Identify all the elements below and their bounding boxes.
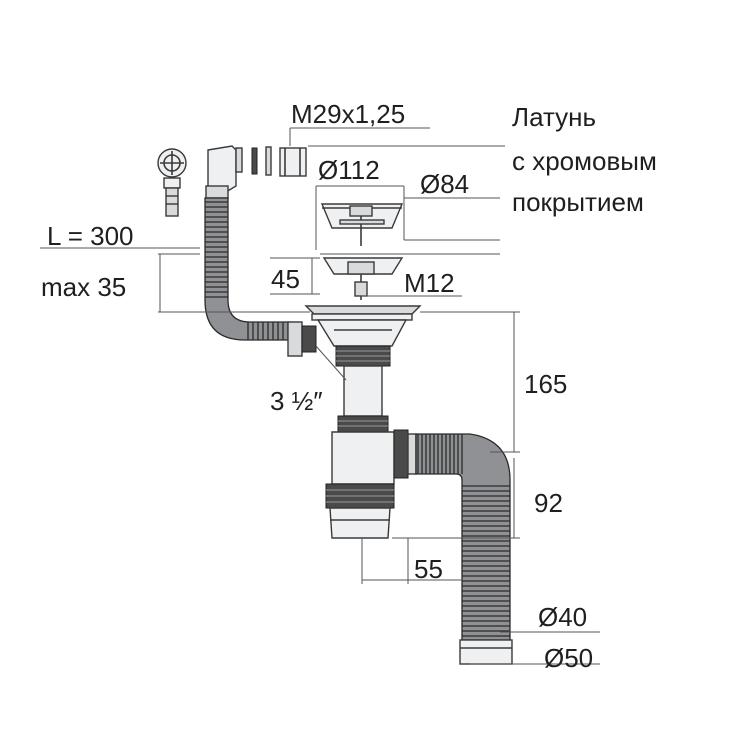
material-label-line1: Латунь — [512, 102, 597, 132]
diameter-84-label: Ø84 — [420, 169, 470, 199]
material-label-line3: покрытием — [512, 187, 644, 217]
overflow-hose — [204, 197, 317, 357]
dimension-lines — [40, 127, 600, 665]
drain-flange — [304, 305, 422, 347]
screw-thread-label: M12 — [404, 268, 455, 298]
diameter-112-label: Ø112 — [318, 155, 380, 185]
offset-55-label: 55 — [414, 554, 443, 584]
overflow-grille — [157, 148, 187, 217]
drain-tailpiece — [335, 345, 391, 433]
length-label: L = 300 — [47, 221, 134, 251]
siphon-bottle — [325, 431, 395, 539]
max-height-label: max 35 — [41, 272, 127, 302]
outlet-outer-diameter-label: Ø50 — [544, 643, 594, 673]
siphon-outlet-nut — [393, 429, 417, 479]
height-165-label: 165 — [524, 369, 568, 399]
overflow-elbow — [205, 145, 243, 199]
thread-size-label: M29x1,25 — [291, 99, 406, 129]
height-92-label: 92 — [534, 488, 563, 518]
material-label-line2: с хромовым — [512, 146, 657, 176]
strainer-size-label: 3 ½″ — [270, 386, 323, 416]
height-45-label: 45 — [271, 264, 300, 294]
stopper — [322, 257, 404, 300]
outlet-hose — [415, 433, 513, 665]
strainer-basket — [320, 203, 404, 246]
overflow-nut-pieces — [251, 146, 307, 177]
outlet-inner-diameter-label: Ø40 — [538, 602, 588, 632]
